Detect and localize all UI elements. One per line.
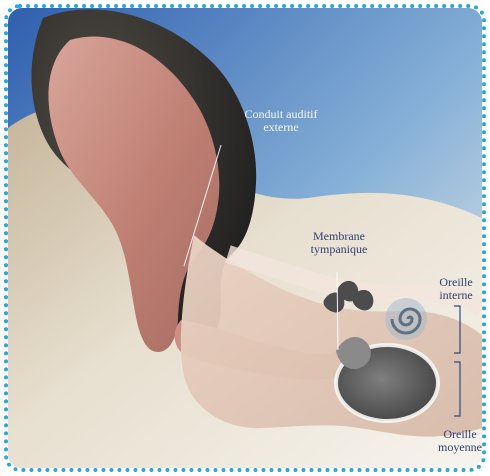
label-ear-canal: Conduit auditif externe [236,108,326,134]
label-eardrum: Membrane tympanique [304,230,374,256]
cochlea [385,298,427,340]
label-middle-ear: Oreille moyenne [438,428,482,454]
illustration-panel: Conduit auditif externe Membrane tympani… [8,8,482,468]
dog-ear-anatomy-illustration [8,8,482,468]
label-inner-ear: Oreille interne [434,276,478,302]
